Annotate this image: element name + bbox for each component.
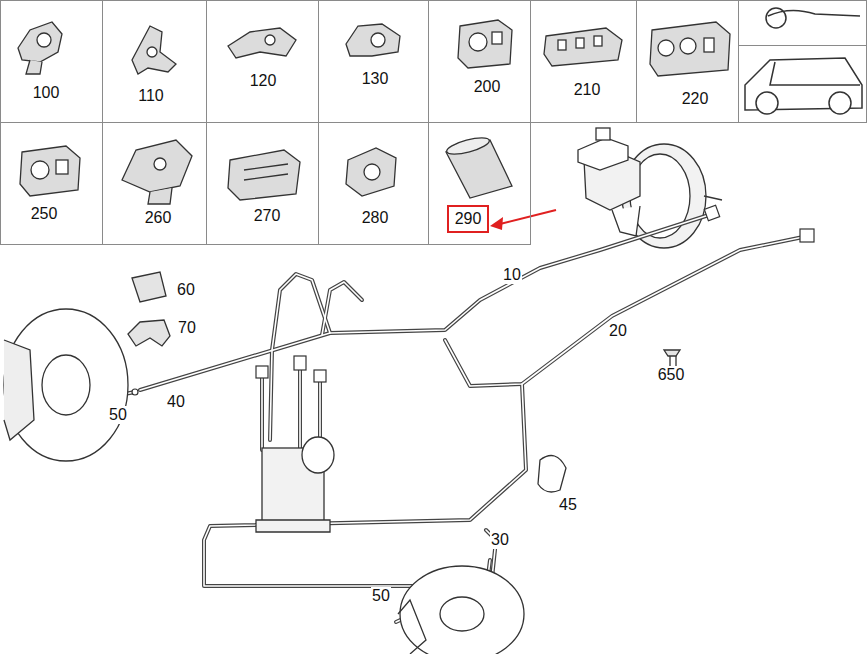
- part-number: 130: [362, 70, 389, 88]
- part-number: 220: [682, 90, 709, 108]
- part-number: 100: [33, 84, 60, 102]
- part-cell: 280: [318, 122, 429, 245]
- part-cell: 200: [428, 0, 531, 123]
- pipe-fittings: [89, 205, 814, 607]
- part-cell: 100: [0, 0, 103, 123]
- part-number: 120: [250, 72, 277, 90]
- part-number: 290: [447, 205, 490, 233]
- part-cell: 260: [102, 122, 207, 245]
- part-cell: 290: [428, 122, 531, 245]
- part-cell: 210: [530, 0, 637, 123]
- callout-number: 50: [371, 587, 391, 605]
- part-cell: 270: [206, 122, 319, 245]
- brake-booster: [578, 128, 722, 248]
- vehicle-icons: [745, 8, 862, 114]
- part-cell: 130: [318, 0, 429, 123]
- part-number: 270: [254, 207, 281, 225]
- part-cell: 220: [636, 0, 739, 123]
- part-cell: 120: [206, 0, 319, 123]
- callout-number: 650: [657, 366, 686, 384]
- icon-cell: [739, 1, 867, 46]
- callout-number: 70: [177, 319, 197, 337]
- small-parts: [128, 272, 680, 492]
- part-number: 280: [362, 209, 389, 227]
- part-number: 260: [145, 209, 172, 227]
- hydraulic-unit: [256, 437, 334, 532]
- pointer-arrow: [490, 210, 556, 230]
- part-number: 210: [574, 81, 601, 99]
- callout-number: 45: [558, 496, 578, 514]
- icon-cell: [739, 46, 867, 123]
- callout-number: 20: [608, 322, 628, 340]
- part-cell: 250: [0, 122, 103, 245]
- callout-number: 60: [176, 281, 196, 299]
- part-number: 250: [31, 205, 58, 223]
- rear-brake-disc: [398, 566, 524, 654]
- callout-number: 30: [490, 531, 510, 549]
- callout-number: 10: [502, 266, 522, 284]
- part-number: 110: [138, 87, 164, 105]
- callout-number: 50: [108, 406, 128, 424]
- part-number: 200: [474, 78, 501, 96]
- part-cell: 110: [102, 0, 207, 123]
- brake-pipes: [30, 214, 808, 622]
- front-brake-disc: [4, 309, 128, 461]
- callout-number: 40: [166, 393, 186, 411]
